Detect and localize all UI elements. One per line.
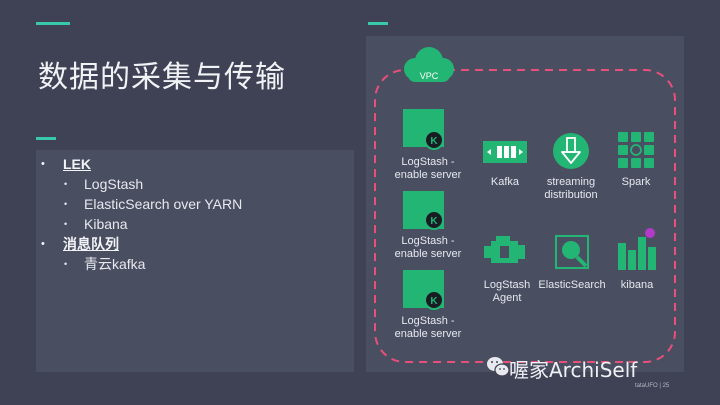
top-left-accent-bar xyxy=(36,22,70,25)
slide-footer: tataUFO | 25 xyxy=(635,383,670,389)
server-icon-3: K xyxy=(403,270,444,310)
elasticsearch-label: ElasticSearch xyxy=(538,279,606,291)
diagram-canvas: VPC K K K xyxy=(374,47,676,363)
kibana-label: kibana xyxy=(620,279,654,291)
mid-left-accent-bar xyxy=(36,137,56,140)
elasticsearch-icon xyxy=(555,235,589,269)
streaming-distribution-icon xyxy=(553,133,589,169)
logstash-agent-icon xyxy=(484,236,525,263)
vpc-label: VPC xyxy=(420,71,439,81)
bullet-elasticsearch-yarn: ElasticSearch over YARN xyxy=(36,194,354,214)
bullet-message-queue: 消息队列 xyxy=(36,234,354,254)
spark-icon xyxy=(618,132,654,168)
watermark-text: 喔家ArchiSelf xyxy=(509,358,638,382)
svg-text:K: K xyxy=(430,136,438,147)
bullet-panel: LEK LogStash ElasticSearch over YARN Kib… xyxy=(36,150,354,372)
svg-text:K: K xyxy=(430,296,438,307)
bullet-qingcloud-kafka: 青云kafka xyxy=(36,254,354,274)
kibana-icon xyxy=(618,228,656,270)
top-right-accent-bar xyxy=(368,22,388,25)
server-icon-1: K xyxy=(403,109,444,150)
server-label-2: LogStash -enable server xyxy=(394,235,462,260)
server-label-1: LogStash -enable server xyxy=(394,156,462,181)
slide-title: 数据的采集与传输 xyxy=(38,60,286,95)
svg-text:K: K xyxy=(430,216,438,227)
bullet-logstash: LogStash xyxy=(36,174,354,194)
kafka-label: Kafka xyxy=(490,176,520,188)
bullet-lek: LEK xyxy=(36,154,354,174)
server-icon-2: K xyxy=(403,191,444,230)
spark-label: Spark xyxy=(621,176,651,188)
bullet-kibana: Kibana xyxy=(36,214,354,234)
bullet-list: LEK LogStash ElasticSearch over YARN Kib… xyxy=(36,150,354,274)
wechat-icon xyxy=(486,355,510,379)
kafka-icon xyxy=(483,141,527,163)
vpc-cloud-icon xyxy=(404,47,454,82)
server-label-3: LogStash -enable server xyxy=(394,315,462,340)
architecture-diagram: VPC K K K xyxy=(366,36,684,372)
vpc-boundary xyxy=(374,69,676,363)
